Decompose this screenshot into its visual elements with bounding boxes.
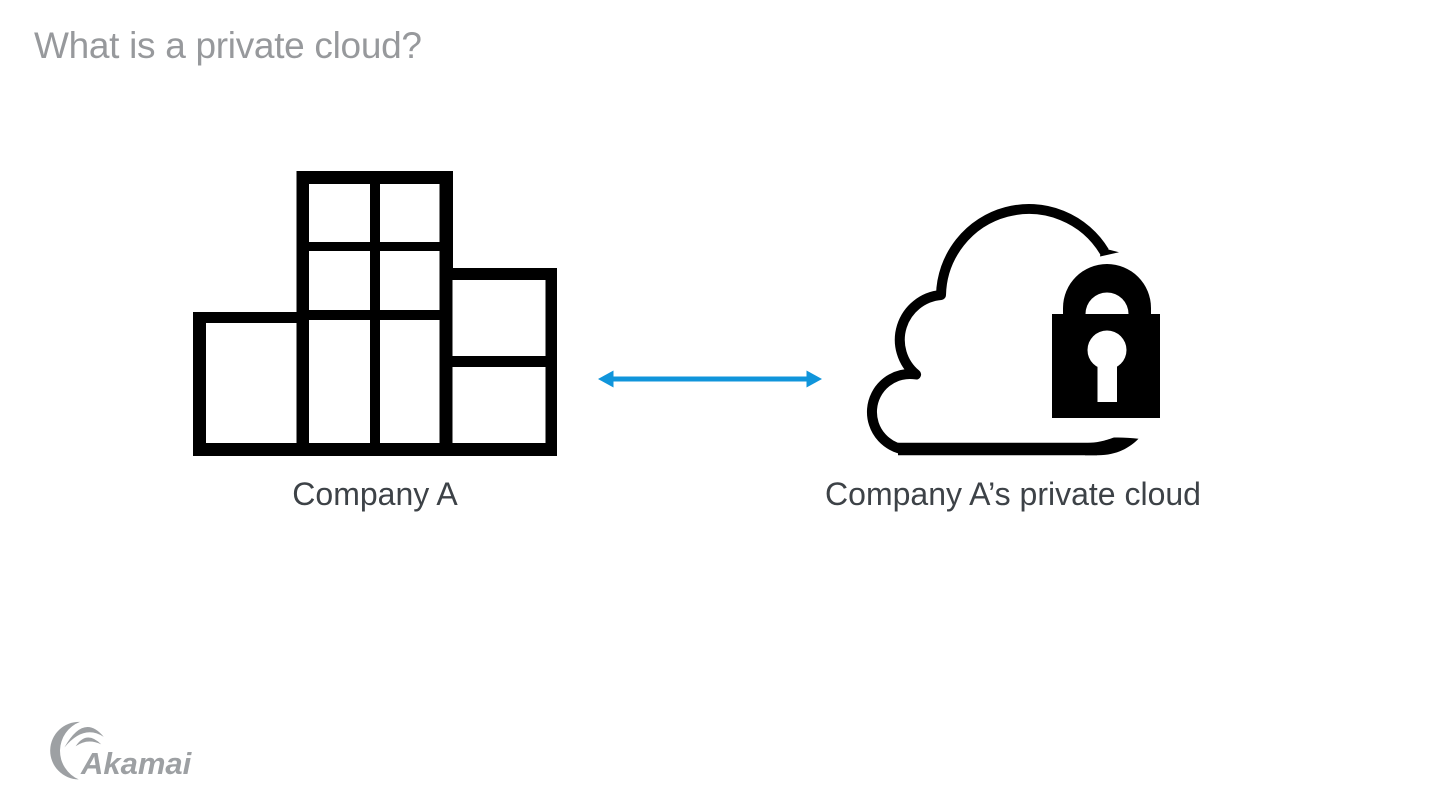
svg-text:Akamai: Akamai <box>80 746 193 781</box>
